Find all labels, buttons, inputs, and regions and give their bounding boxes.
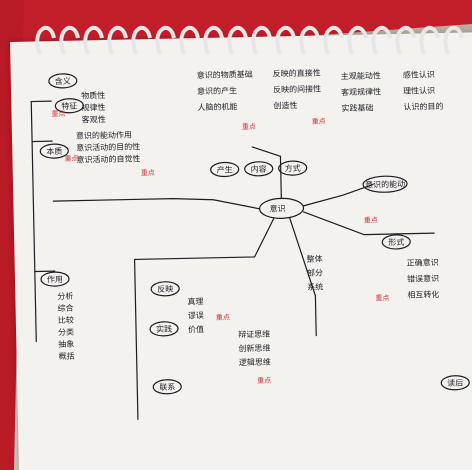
- branch-left-bottom: 作用: [40, 271, 70, 287]
- svg-text:形式: 形式: [388, 237, 404, 247]
- svg-text:作用: 作用: [47, 274, 63, 284]
- corner-note: 读后: [440, 375, 470, 391]
- svg-text:重点: 重点: [375, 294, 389, 302]
- svg-text:重点: 重点: [216, 313, 230, 321]
- svg-text:逻辑思维: 逻辑思维: [239, 357, 271, 368]
- svg-text:人脑的机能: 人脑的机能: [197, 101, 237, 112]
- svg-text:含义: 含义: [55, 76, 71, 86]
- svg-text:分析: 分析: [57, 291, 73, 301]
- svg-text:重点: 重点: [242, 123, 256, 131]
- branch-top-a: 产生: [210, 161, 240, 178]
- red-annotations: 重点 重点 重点 重点 重点 重点 重点 重点 重点: [51, 110, 389, 385]
- svg-text:系统: 系统: [307, 281, 323, 291]
- branch-right-b: 形式: [381, 234, 411, 250]
- svg-text:特征: 特征: [61, 101, 77, 111]
- svg-text:整体: 整体: [307, 254, 323, 264]
- svg-text:相互转化: 相互转化: [407, 289, 439, 300]
- svg-text:意识的能动: 意识的能动: [365, 179, 405, 190]
- svg-text:综合: 综合: [57, 303, 73, 313]
- svg-text:创造性: 创造性: [273, 100, 297, 111]
- svg-text:产生: 产生: [217, 164, 233, 174]
- svg-text:物质性: 物质性: [81, 90, 105, 101]
- branch-right-a: 意识的能动: [362, 175, 408, 193]
- svg-text:读后: 读后: [447, 378, 463, 388]
- svg-text:正确意识: 正确意识: [407, 257, 439, 268]
- svg-text:重点: 重点: [257, 377, 271, 385]
- branch-left-middle: 本质: [39, 143, 69, 159]
- svg-text:内容: 内容: [251, 164, 267, 174]
- svg-text:实践基础: 实践基础: [341, 102, 373, 113]
- spiral-binding: [35, 25, 464, 55]
- svg-text:客观性: 客观性: [82, 114, 106, 125]
- svg-text:抽象: 抽象: [58, 339, 74, 349]
- branch-lines: [30, 100, 435, 421]
- branch-top-c: 方式: [278, 160, 308, 176]
- svg-text:理性认识: 理性认识: [403, 85, 435, 96]
- branch-top-b: 内容: [244, 161, 274, 177]
- mind-map-sketch: 意识 含义 特征: [30, 68, 470, 421]
- svg-text:错误意识: 错误意识: [407, 273, 439, 284]
- svg-text:感性认识: 感性认识: [403, 69, 435, 80]
- svg-text:分类: 分类: [58, 327, 74, 337]
- svg-text:谬误: 谬误: [188, 310, 204, 320]
- svg-text:重点: 重点: [51, 110, 65, 118]
- svg-text:创新思维: 创新思维: [238, 343, 270, 354]
- svg-text:方式: 方式: [285, 163, 301, 173]
- svg-text:联系: 联系: [159, 382, 175, 392]
- branch-bottom-b: 实践: [149, 321, 179, 337]
- svg-text:价值: 价值: [188, 324, 204, 334]
- svg-text:概括: 概括: [58, 351, 74, 361]
- notebook-page: 意识 含义 特征: [10, 32, 472, 470]
- svg-text:规律性: 规律性: [81, 102, 105, 113]
- svg-text:意识活动的自觉性: 意识活动的自觉性: [76, 153, 140, 164]
- branch-bottom-c: 联系: [152, 379, 182, 395]
- leaf-texts: 物质性 规律性 客观性 意识的能动作用 意识活动的目的性 意识活动的自觉性 意识…: [57, 68, 443, 368]
- branch-left-top: 含义: [48, 73, 78, 89]
- svg-text:意识的能动作用: 意识的能动作用: [76, 129, 132, 140]
- svg-text:真理: 真理: [187, 296, 203, 306]
- svg-text:反映的间接性: 反映的间接性: [273, 83, 321, 94]
- svg-text:客观规律性: 客观规律性: [341, 86, 381, 97]
- svg-text:反映的直接性: 反映的直接性: [273, 68, 321, 79]
- svg-text:辩证思维: 辩证思维: [238, 329, 270, 340]
- branch-left-mid: 特征: [54, 98, 84, 114]
- svg-text:意识的物质基础: 意识的物质基础: [197, 69, 253, 80]
- svg-text:重点: 重点: [141, 169, 155, 177]
- svg-text:重点: 重点: [312, 117, 326, 125]
- svg-text:部分: 部分: [307, 267, 323, 277]
- svg-text:实践: 实践: [156, 324, 172, 334]
- svg-text:主观能动性: 主观能动性: [341, 70, 381, 81]
- svg-text:认识的目的: 认识的目的: [403, 101, 443, 112]
- svg-text:重点: 重点: [364, 216, 378, 224]
- svg-text:重点: 重点: [64, 155, 78, 163]
- branch-bottom-a: 反映: [150, 281, 180, 297]
- central-label: 意识: [269, 203, 285, 213]
- svg-text:反映: 反映: [157, 284, 173, 294]
- central-node: 意识: [258, 197, 305, 219]
- svg-text:意识活动的目的性: 意识活动的目的性: [76, 141, 140, 152]
- svg-text:本质: 本质: [46, 146, 62, 156]
- svg-text:比较: 比较: [58, 315, 74, 325]
- svg-text:意识的产生: 意识的产生: [197, 85, 237, 96]
